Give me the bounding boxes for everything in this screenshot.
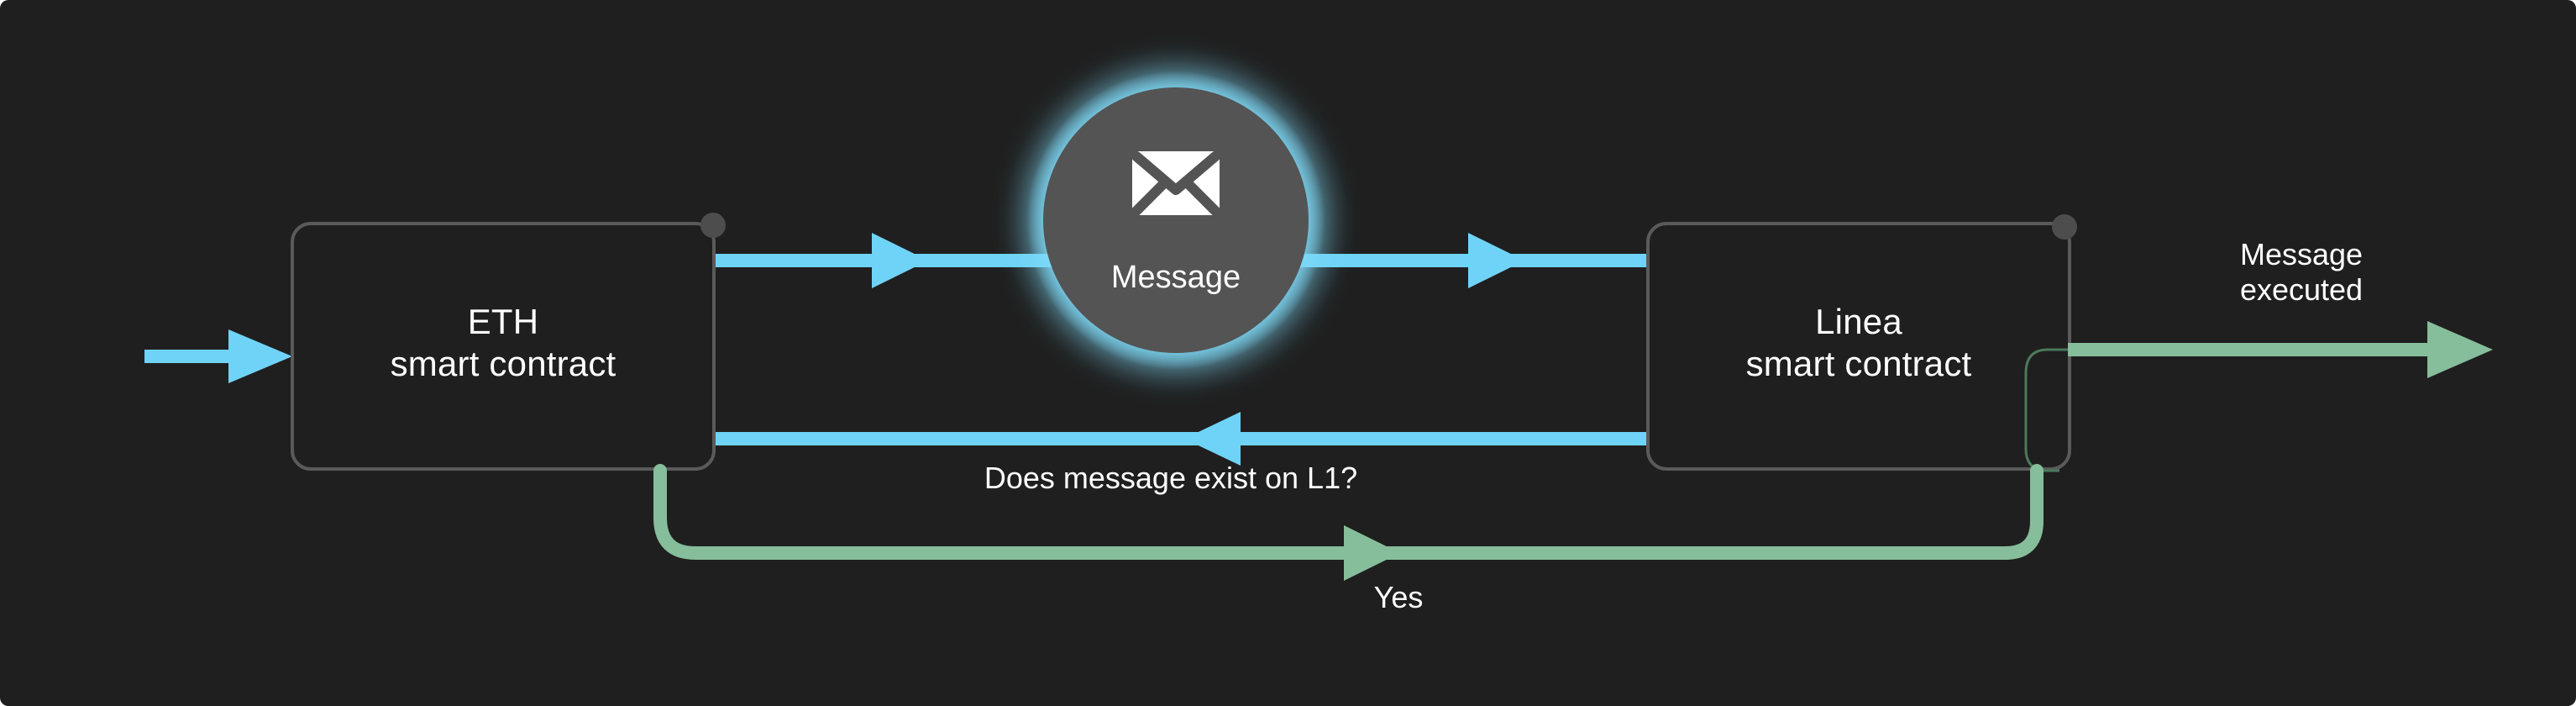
node-linea-contract[interactable] bbox=[1646, 214, 2077, 471]
node-message-circle[interactable] bbox=[1026, 71, 1325, 370]
edge-eth-to-message bbox=[712, 233, 1054, 288]
node-eth-contract[interactable] bbox=[291, 213, 726, 471]
eth-box-handle-dot[interactable] bbox=[700, 213, 726, 238]
edge-linea-to-eth bbox=[716, 412, 1648, 466]
edge-message-executed bbox=[2068, 321, 2493, 378]
envelope-icon bbox=[1131, 151, 1220, 216]
linea-box-handle-dot[interactable] bbox=[2052, 214, 2077, 240]
edge-message-to-linea bbox=[1300, 233, 1651, 288]
message-circle-bg[interactable] bbox=[1043, 87, 1309, 353]
edge-input bbox=[144, 329, 292, 383]
edge-yes-loop-arrowhead bbox=[1344, 525, 1400, 581]
